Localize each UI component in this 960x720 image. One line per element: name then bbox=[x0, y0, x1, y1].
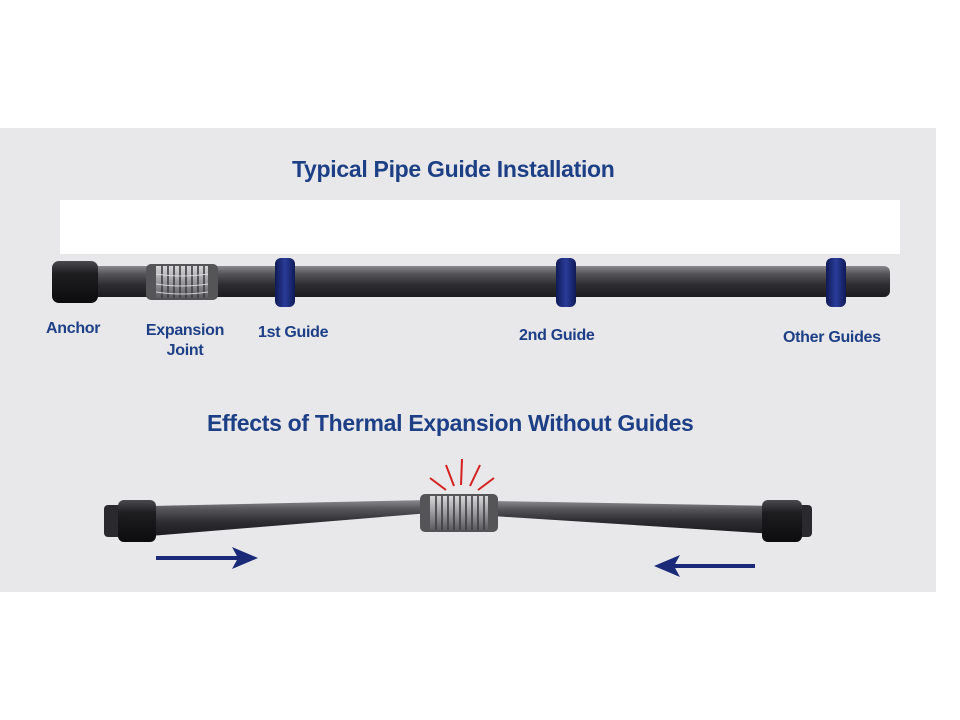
installed-pipe bbox=[52, 258, 890, 307]
effects-title: Effects of Thermal Expansion Without Gui… bbox=[207, 410, 694, 436]
expansion-label-line1: Expansion bbox=[145, 322, 225, 339]
right-pipe-segment bbox=[492, 501, 775, 534]
left-arrow bbox=[654, 555, 755, 577]
right-arrow bbox=[156, 547, 258, 569]
diagram-panel: Typical Pipe Guide Installation Anchor E… bbox=[0, 128, 936, 592]
expansion-joint bbox=[146, 264, 218, 300]
first-guide-label: 1st Guide bbox=[258, 324, 329, 341]
anchor-label: Anchor bbox=[46, 320, 101, 337]
stress-lines bbox=[429, 458, 495, 491]
buckled-expansion-joint bbox=[420, 494, 498, 532]
expansion-label-line2: Joint bbox=[166, 342, 204, 359]
blank-label-strip bbox=[60, 200, 900, 254]
second-guide-clamp bbox=[556, 258, 576, 307]
anchor-block bbox=[52, 261, 98, 303]
buckled-pipe bbox=[104, 458, 812, 577]
second-guide-label: 2nd Guide bbox=[519, 327, 595, 344]
other-guide-clamp bbox=[826, 258, 846, 307]
left-anchor bbox=[118, 500, 156, 542]
expansion-joint-label: Expansion Joint bbox=[141, 321, 229, 361]
first-guide-clamp bbox=[275, 258, 295, 307]
installation-title: Typical Pipe Guide Installation bbox=[292, 156, 615, 182]
other-guides-label: Other Guides bbox=[783, 329, 881, 346]
pipe-diagram-svg bbox=[52, 258, 890, 577]
right-anchor bbox=[762, 500, 802, 542]
left-pipe-segment bbox=[150, 500, 430, 536]
